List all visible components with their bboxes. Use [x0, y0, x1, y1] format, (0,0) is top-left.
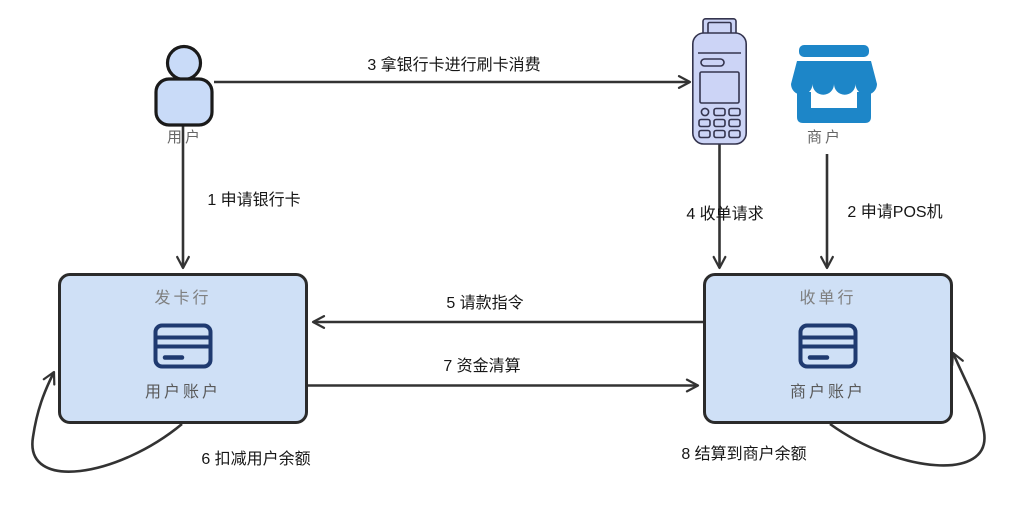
acquirer-bank-title: 收单行	[799, 290, 857, 307]
acquirer-bank-node: 收单行 商户账户	[703, 273, 953, 424]
user-label: 用户	[166, 129, 204, 146]
bank-card-icon	[798, 323, 858, 369]
bank-card-icon	[153, 323, 213, 369]
edge-label-settle-merchant-balance: 8 结算到商户余额	[681, 446, 807, 463]
edge-label-acquiring-request: 4 收单请求	[686, 206, 764, 223]
edge-label-fund-clearing: 7 资金清算	[443, 358, 521, 375]
edge-label-apply-pos: 2 申请POS机	[847, 204, 943, 221]
pos-terminal-icon	[692, 18, 747, 145]
merchant-label: 商户	[806, 129, 844, 146]
edge-settle-balance-loop	[829, 351, 986, 467]
edge-deduct-balance-loop	[31, 370, 183, 473]
edge-label-swipe-card: 3 拿银行卡进行刷卡消费	[367, 57, 541, 74]
edge-label-payment-request: 5 请款指令	[446, 295, 524, 312]
user-person-icon	[154, 44, 214, 127]
issuer-bank-node: 发卡行 用户账户	[58, 273, 308, 424]
merchant-account-label: 商户账户	[789, 384, 866, 401]
merchant-storefront-icon	[791, 45, 877, 123]
user-account-label: 用户账户	[144, 384, 221, 401]
edge-label-apply-bank-card: 1 申请银行卡	[207, 192, 301, 209]
edge-label-deduct-user-balance: 6 扣减用户余额	[201, 451, 311, 468]
issuer-bank-title: 发卡行	[154, 290, 212, 307]
